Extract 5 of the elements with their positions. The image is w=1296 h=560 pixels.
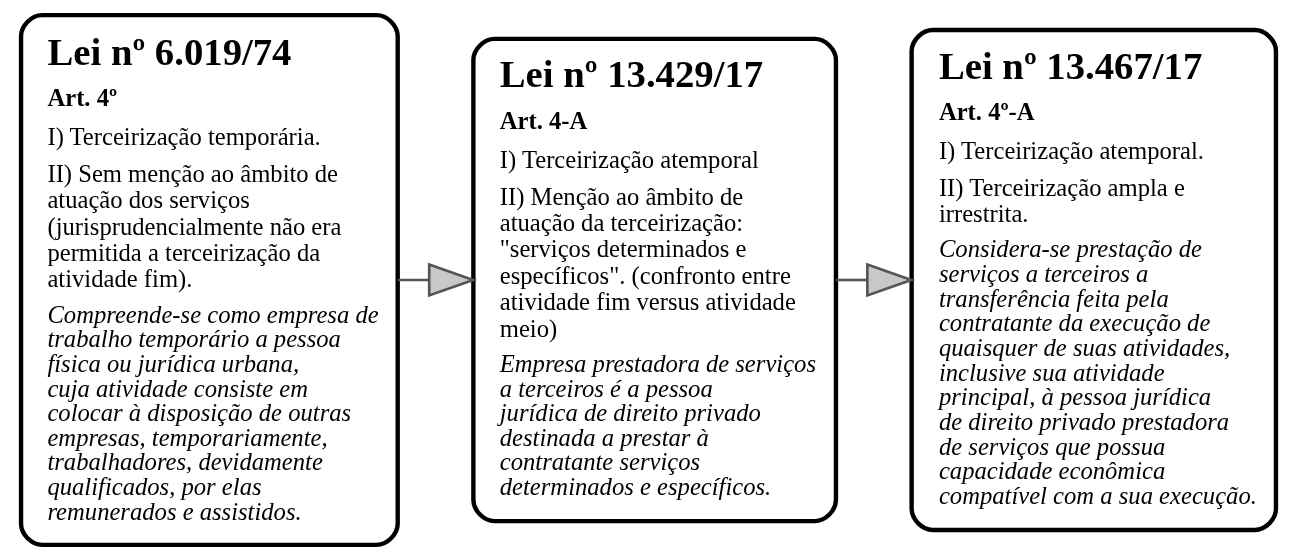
node-box: Lei nº 13.467/17 Art. 4º-A I) Terceirização atemporal. II) Terceirização ampla e irrestrita. Considera-se prestação de serviços a terceiros a transferência feita pela contratante da execução de quaisquer de suas atividades, inclusive sua atividade principal, à pessoa jurídica de direito privado prestadora de serviços que possua capacidade econômica compatível com a sua execução. <box>908 27 1278 533</box>
node-box: Lei nº 6.019/74 Art. 4º I) Terceirização temporária. II) Sem menção ao âmbito de atuação dos serviços (jurisprudencialmente não era permitida a terceirização da atividade fim). Compreende-se como empresa de trabalho temporário a pessoa física ou jurídica urbana, cuja atividade consiste em colocar à disposição de outras empresas, temporariamente, trabalhadores, devidamente qualificados, por elas remunerados e assistidos. <box>18 12 400 548</box>
node-box: Lei nº 13.429/17 Art. 4-A I) Terceirização atemporal II) Menção ao âmbito de atuação da terceirização: "serviços determinados e específicos". (confronto entre atividade fim versus atividade meio) Empresa prestadora de serviços a terceiros é a pessoa jurídica de direito privado destinada a prestar à contratante serviços determinados e específicos. <box>470 36 838 524</box>
arrow <box>397 262 477 298</box>
arrow <box>835 262 915 298</box>
